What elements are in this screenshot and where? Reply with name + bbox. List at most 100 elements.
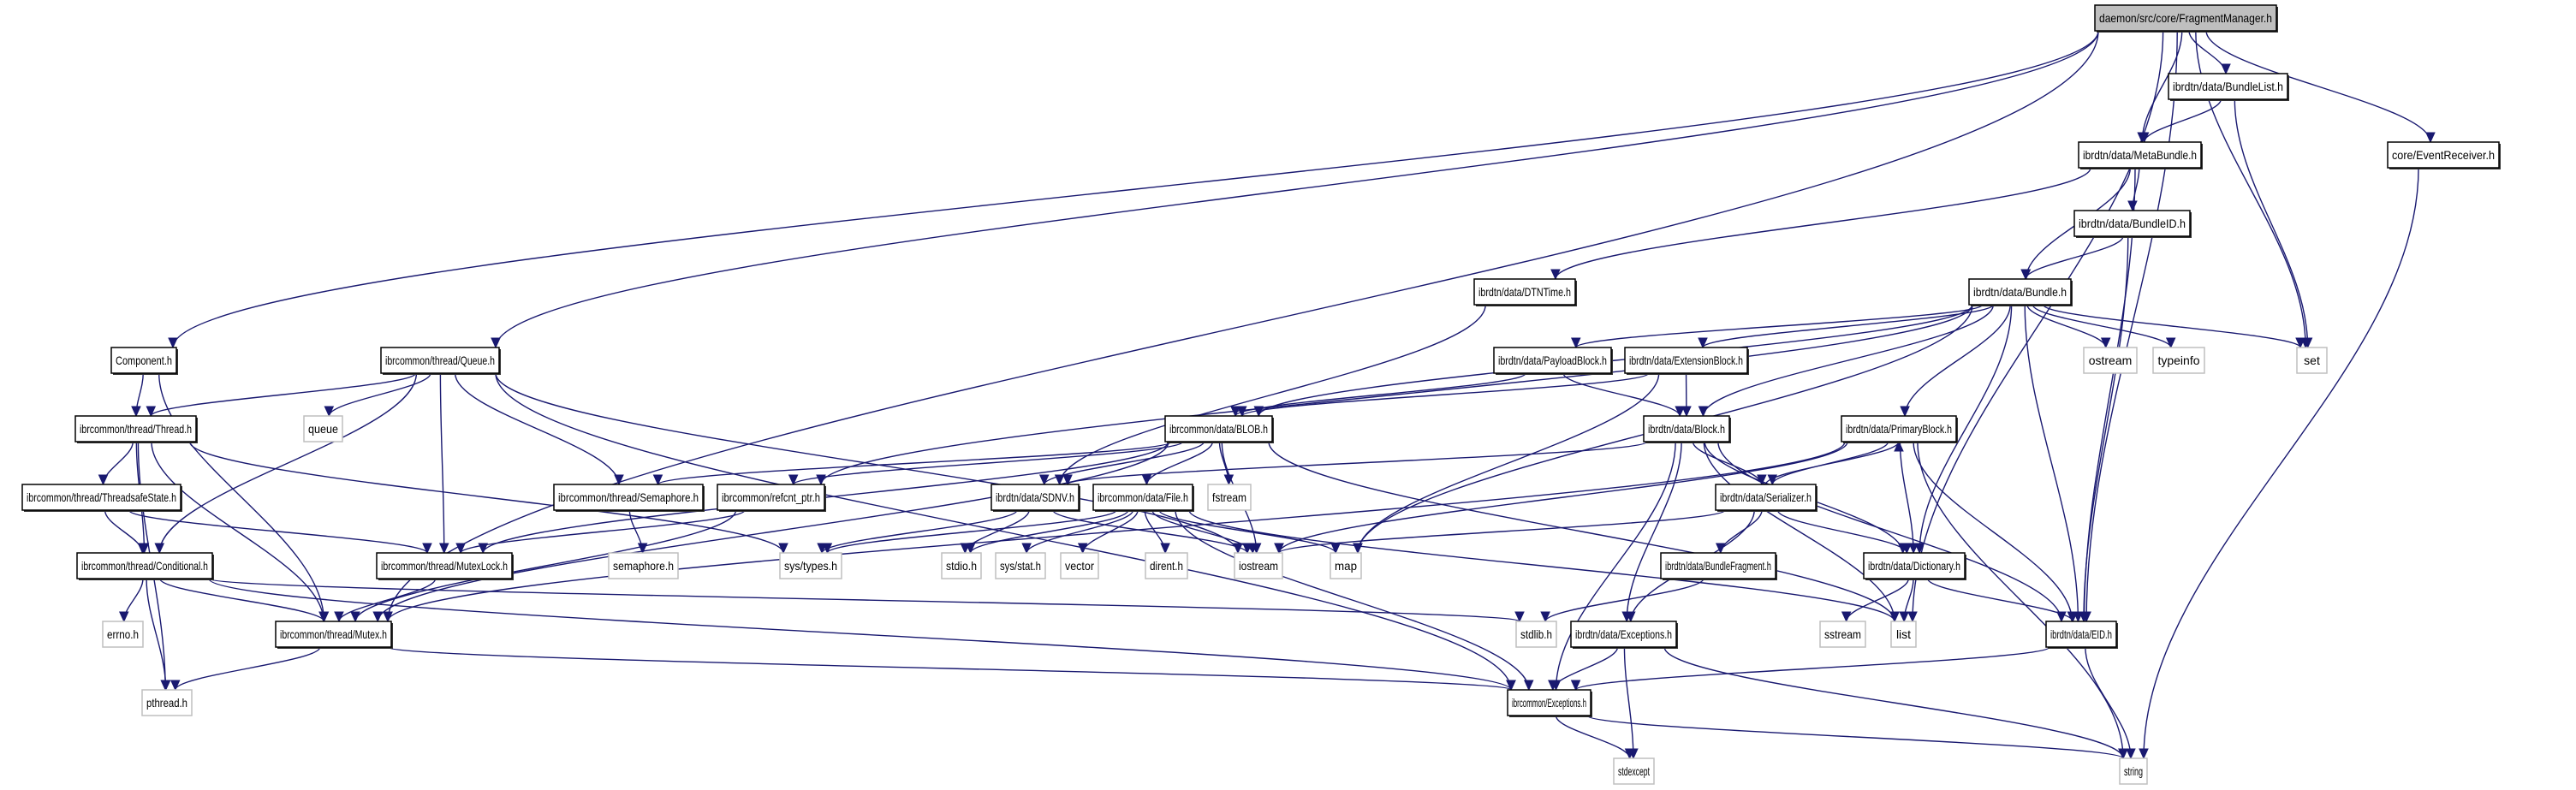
arrowhead-icon [1626, 611, 1636, 623]
edge-file-to-vector [1082, 509, 1139, 554]
arrowhead-icon [422, 543, 432, 555]
node-bundle[interactable]: ibrdtn/data/Bundle.h [1968, 278, 2073, 306]
node-extensionblock[interactable]: ibrdtn/data/ExtensionBlock.h [1624, 347, 1749, 375]
edge-sdnv-to-iostream [1052, 509, 1248, 554]
node-box [1507, 689, 1591, 716]
arrowhead-icon [1274, 543, 1284, 555]
edge-bundle-to-blob [1258, 304, 1973, 417]
edge-metabundle-to-dtntime [1555, 167, 2091, 280]
node-errno: errno.h [102, 621, 144, 648]
edge-conditional-to-mutex [158, 578, 325, 622]
node-serializer[interactable]: ibrdtn/data/Serializer.h [1715, 484, 1817, 512]
node-label: ibrdtn/data/BundleID.h [2079, 217, 2186, 230]
node-refcnt[interactable]: ibrcommon/refcnt_ptr.h [717, 484, 826, 512]
arrowhead-icon [1237, 406, 1247, 418]
edge-block-to-dexceptions [1626, 441, 1682, 622]
node-eventreceiver[interactable]: core/EventReceiver.h [2387, 141, 2501, 169]
edge-bundlelist-to-set [2234, 98, 2309, 348]
edge-serializer-to-dictionary [1776, 509, 1908, 554]
arrowhead-icon [2139, 132, 2150, 144]
node-thread[interactable]: ibrcommon/thread/Thread.h [74, 415, 198, 443]
node-block[interactable]: ibrdtn/data/Block.h [1643, 415, 1731, 443]
arrowhead-icon [1698, 337, 1708, 349]
edge-component-to-mutex [158, 372, 325, 622]
node-primaryblock[interactable]: ibrdtn/data/PrimaryBlock.h [1841, 415, 1958, 443]
node-box [991, 484, 1080, 511]
edge-mutex-to-pthread [175, 646, 321, 691]
edge-queue_h-to-conditional [158, 372, 418, 554]
node-label: core/EventReceiver.h [2392, 148, 2495, 162]
node-semaphore_h[interactable]: ibrcommon/thread/Semaphore.h [553, 484, 705, 512]
node-bundlelist[interactable]: ibrdtn/data/BundleList.h [2168, 73, 2289, 101]
arrowhead-icon [1675, 406, 1685, 418]
arrowhead-icon [1506, 680, 1516, 692]
edge-primaryblock-to-string [1917, 441, 2124, 759]
node-label: map [1335, 559, 1357, 573]
edge-dictionary-to-eid [1926, 578, 2073, 622]
node-box [74, 415, 197, 443]
node-root[interactable]: daemon/src/core/FragmentManager.h [2094, 4, 2278, 33]
node-sdnv[interactable]: ibrdtn/data/SDNV.h [991, 484, 1080, 512]
node-label: errno.h [107, 627, 139, 641]
node-mutex[interactable]: ibrcommon/thread/Mutex.h [275, 621, 393, 649]
node-mutexlock[interactable]: ibrcommon/thread/MutexLock.h [376, 552, 514, 580]
arrowhead-icon [1540, 611, 1550, 623]
edge-bundle-to-set [2043, 304, 2301, 348]
node-label: ibrcommon/thread/Queue.h [385, 353, 495, 367]
edge-bundle-to-ostream [2026, 304, 2107, 348]
node-box [1207, 484, 1252, 511]
edge-bundle-to-eid [2024, 304, 2079, 622]
edge-bundle-to-refcnt [820, 304, 1973, 485]
node-box [1968, 278, 2072, 306]
node-metabundle[interactable]: ibrdtn/data/MetaBundle.h [2078, 141, 2203, 169]
node-bundlefragment[interactable]: ibrdtn/data/BundleFragment.h [1660, 552, 1777, 580]
node-box [1624, 347, 1748, 374]
arrowhead-icon [1021, 543, 1032, 555]
node-conditional[interactable]: ibrcommon/thread/Conditional.h [76, 552, 214, 580]
node-label: ostream [2089, 353, 2133, 367]
edge-mutex-to-cexceptions [387, 646, 1512, 691]
edge-blob-to-list [1268, 441, 1895, 622]
edge-thread-to-threadsafestate [102, 441, 134, 485]
edge-conditional-to-pthread [146, 578, 167, 691]
node-typeinfo: typeinfo [2152, 347, 2205, 374]
node-label: ibrdtn/data/BundleList.h [2173, 80, 2283, 93]
node-dexceptions[interactable]: ibrdtn/data/Exceptions.h [1570, 621, 1678, 649]
node-payloadblock[interactable]: ibrdtn/data/PayloadBlock.h [1493, 347, 1613, 375]
node-component[interactable]: Component.h [110, 347, 178, 375]
node-file[interactable]: ibrcommon/data/File.h [1092, 484, 1194, 512]
node-label: sys/stat.h [1000, 559, 1041, 573]
node-box [608, 552, 679, 579]
node-box [1234, 552, 1283, 579]
node-box [1863, 552, 1966, 579]
node-box [141, 689, 193, 716]
node-label: daemon/src/core/FragmentManager.h [2099, 11, 2272, 25]
arrowhead-icon [1698, 406, 1709, 418]
node-box [1515, 621, 1557, 648]
node-set: set [2296, 347, 2328, 374]
node-blob[interactable]: ibrcommon/data/BLOB.h [1164, 415, 1274, 443]
node-threadsafestate[interactable]: ibrcommon/thread/ThreadsafeState.h [21, 484, 182, 512]
node-dtntime[interactable]: ibrdtn/data/DTNTime.h [1473, 278, 1577, 306]
edge-payloadblock-to-blob [1234, 372, 1526, 417]
edge-payloadblock-to-block [1562, 372, 1681, 417]
node-label: ibrdtn/data/DTNTime.h [1478, 285, 1571, 299]
arrowhead-icon [1330, 543, 1341, 555]
node-label: ibrcommon/data/BLOB.h [1169, 422, 1268, 436]
edge-refcnt-to-mutexlock [460, 509, 746, 554]
node-cexceptions[interactable]: ibrcommon/Exceptions.h [1507, 689, 1592, 717]
node-label: dirent.h [1150, 559, 1183, 573]
edge-threadsafestate-to-conditional [104, 509, 144, 554]
node-box [1660, 552, 1776, 579]
node-queue_h[interactable]: ibrcommon/thread/Queue.h [380, 347, 501, 375]
node-bundleid[interactable]: ibrdtn/data/BundleID.h [2073, 210, 2192, 238]
node-box [2078, 141, 2202, 169]
arrowhead-icon [1038, 474, 1050, 486]
node-dictionary[interactable]: ibrdtn/data/Dictionary.h [1863, 552, 1966, 580]
edge-file-to-iostream [1151, 509, 1253, 554]
node-label: ibrcommon/thread/Semaphore.h [558, 490, 699, 504]
edge-bundle-to-typeinfo [2032, 304, 2172, 348]
edge-blob-to-semaphore_h [657, 441, 1173, 485]
node-eid[interactable]: ibrdtn/data/EID.h [2045, 621, 2118, 649]
edge-serializer-to-primaryblock [1764, 441, 1900, 485]
